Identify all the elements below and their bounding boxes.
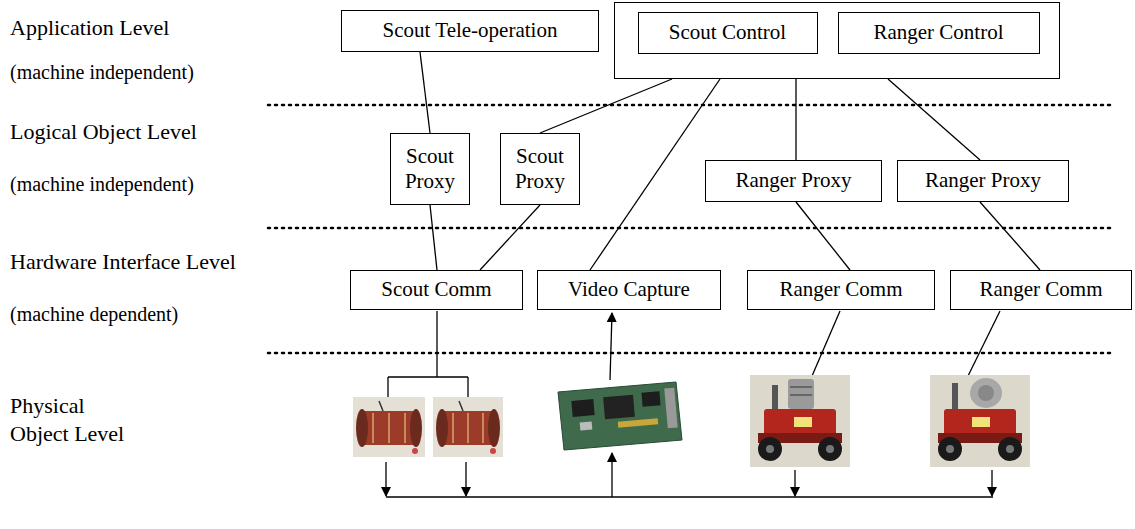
level-label-text: Hardware Interface Level <box>10 249 236 274</box>
process-box: Ranger Proxy <box>705 160 882 202</box>
connector-line <box>540 79 672 133</box>
process-box: Video Capture <box>537 270 721 310</box>
process-box: Scout Control <box>638 12 818 54</box>
connector-line <box>420 52 430 133</box>
level-label-text: Logical Object Level <box>10 119 197 144</box>
level-label: (machine independent) <box>10 172 194 197</box>
level-label-text: Application Level <box>10 15 169 40</box>
level-label-text: (machine dependent) <box>10 303 178 325</box>
box-label: Ranger Control <box>873 20 1003 45</box>
box-label: Scout Control <box>669 20 786 45</box>
box-label: Scout Proxy <box>391 144 469 194</box>
level-label: Physical Object Level <box>10 392 145 447</box>
connector-line <box>590 79 720 270</box>
capture-card <box>558 382 682 450</box>
level-label-text: (machine independent) <box>10 173 194 195</box>
group-box: Scout Control Ranger Control <box>614 2 1060 79</box>
process-box: Ranger Comm <box>950 270 1132 310</box>
process-box: Ranger Comm <box>747 270 935 310</box>
box-label: Scout Proxy <box>501 144 579 194</box>
connector-line <box>796 202 850 270</box>
wire <box>388 311 1000 397</box>
bus-line <box>386 453 993 497</box>
process-box: Scout Proxy <box>390 133 470 205</box>
box-label: Ranger Comm <box>779 277 902 302</box>
connector-line <box>430 205 437 270</box>
level-label-text: (machine independent) <box>10 61 194 83</box>
process-box: Scout Tele-operation <box>341 10 599 52</box>
level-label: Application Level <box>10 14 169 42</box>
box-label: Ranger Comm <box>979 277 1102 302</box>
level-label: (machine independent) <box>10 60 194 85</box>
connector-line <box>480 205 540 270</box>
process-box: Scout Proxy <box>500 133 580 205</box>
level-separator <box>268 105 1112 353</box>
process-box: Ranger Control <box>838 12 1040 54</box>
box-label: Ranger Proxy <box>925 168 1041 193</box>
box-label: Scout Tele-operation <box>383 18 558 43</box>
connector-line <box>980 202 1040 270</box>
level-label-text: Physical Object Level <box>10 393 124 446</box>
level-label: Hardware Interface Level <box>10 248 236 276</box>
connector-line <box>795 79 796 160</box>
level-label: (machine dependent) <box>10 302 178 327</box>
process-box: Ranger Proxy <box>897 160 1069 202</box>
connector-line <box>888 79 980 160</box>
box-label: Video Capture <box>568 277 690 302</box>
process-box: Scout Comm <box>350 270 523 310</box>
ranger-robot <box>750 375 850 467</box>
level-label: Logical Object Level <box>10 118 197 146</box>
scout-robot <box>353 397 425 457</box>
scout-robot <box>433 397 503 457</box>
box-label: Scout Comm <box>381 277 491 302</box>
video-arrow <box>610 313 612 380</box>
box-label: Ranger Proxy <box>735 168 851 193</box>
ranger-robot <box>930 375 1030 467</box>
